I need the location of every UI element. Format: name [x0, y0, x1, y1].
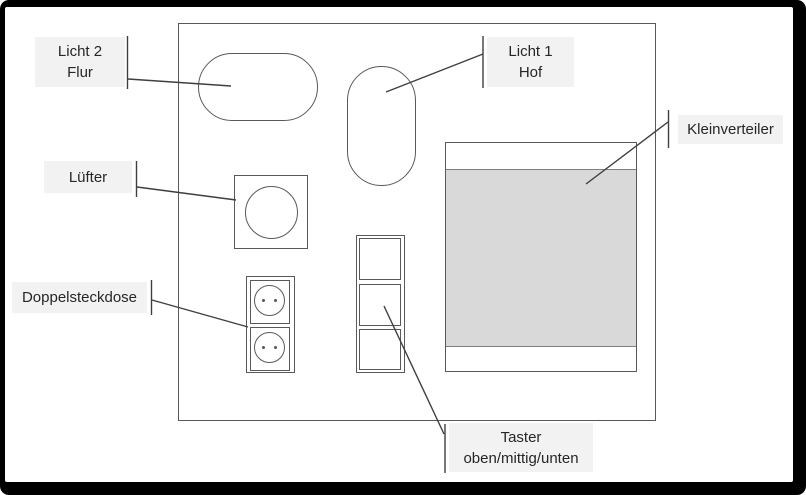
- label-text: Licht 1: [508, 43, 553, 60]
- pushbutton-middle: [359, 284, 401, 326]
- label-kleinverteiler: Kleinverteiler: [678, 115, 783, 144]
- label-licht-2-flur: Licht 2 Flur: [35, 37, 125, 87]
- label-text: Kleinverteiler: [687, 121, 774, 138]
- socket-pin: [262, 346, 265, 349]
- fan-shape: [234, 175, 308, 249]
- distribution-board-fill: [446, 169, 636, 347]
- double-socket-shape: [246, 276, 295, 373]
- label-text: Flur: [67, 64, 93, 81]
- label-licht-1-hof: Licht 1 Hof: [487, 37, 574, 87]
- socket-top-circle: [254, 285, 285, 316]
- label-doppelsteckdose: Doppelsteckdose: [12, 282, 147, 313]
- label-text: Lüfter: [68, 168, 108, 186]
- pushbutton-bottom: [359, 329, 401, 370]
- fan-circle: [245, 186, 298, 239]
- label-text: Licht 2: [57, 43, 103, 60]
- socket-pin: [262, 299, 265, 302]
- socket-pin: [274, 299, 277, 302]
- socket-top: [250, 280, 290, 324]
- light-2-flur-shape: [198, 53, 318, 121]
- light-1-hof-shape: [347, 66, 416, 186]
- socket-pin: [274, 346, 277, 349]
- socket-bottom-circle: [254, 332, 285, 363]
- label-luefter: Lüfter: [44, 161, 132, 193]
- socket-bottom: [250, 327, 290, 371]
- label-text: Doppelsteckdose: [21, 289, 138, 306]
- pushbutton-top: [359, 238, 401, 280]
- label-text: oben/mittig/unten: [463, 449, 579, 467]
- label-taster: Taster oben/mittig/unten: [449, 423, 593, 472]
- distribution-board-shape: [445, 142, 637, 372]
- label-text: Hof: [518, 64, 543, 81]
- label-text: Taster: [500, 428, 542, 446]
- pushbutton-strip-shape: [356, 235, 405, 373]
